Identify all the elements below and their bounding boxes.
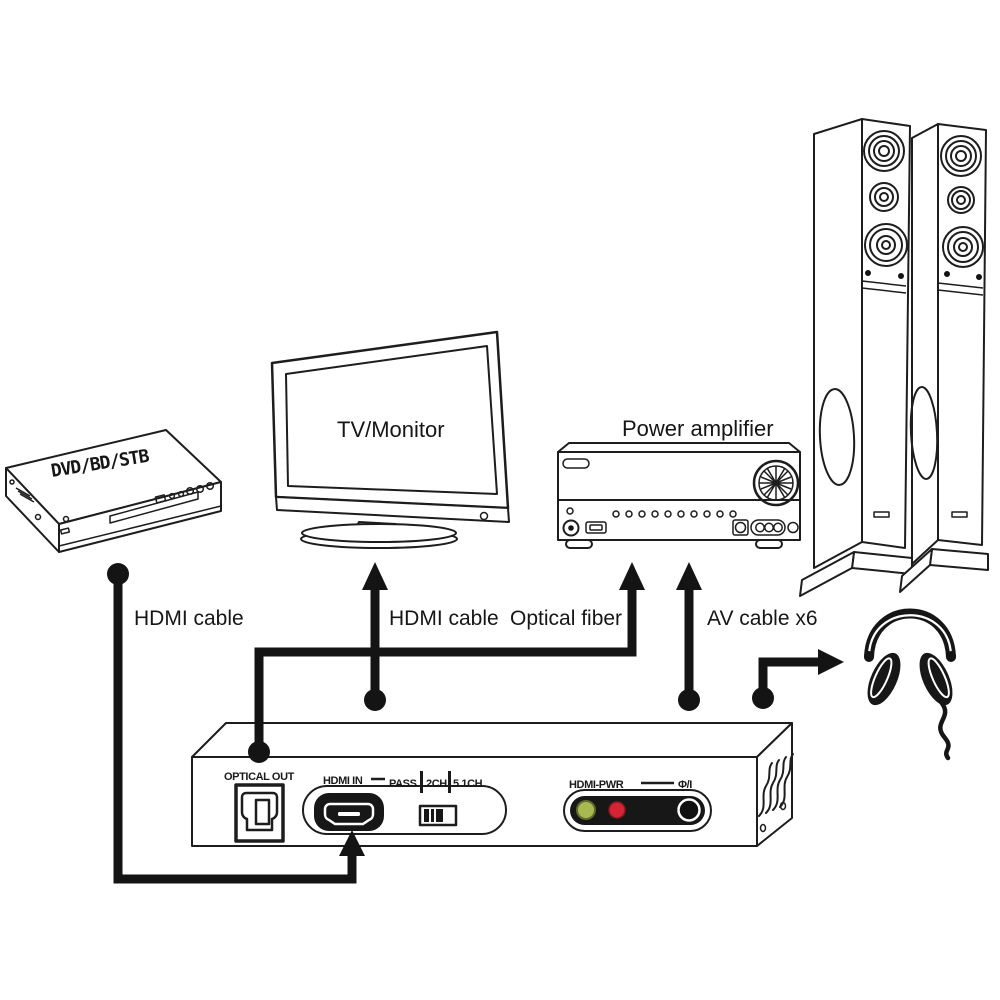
optical-out-port: OPTICAL OUT bbox=[224, 771, 295, 843]
power-symbol-label: Φ/I bbox=[678, 779, 692, 791]
cable-av-label: AV cable x6 bbox=[707, 607, 818, 630]
audio-extractor: OPTICAL OUT HDMI IN PASS 2CH 5.1CH bbox=[191, 722, 794, 847]
speaker-left-side-woofer bbox=[818, 388, 856, 486]
led-red bbox=[608, 801, 626, 819]
tv-label: TV/Monitor bbox=[337, 417, 445, 442]
cable-av bbox=[676, 562, 702, 711]
vent-grille bbox=[758, 753, 794, 833]
speaker-left bbox=[799, 118, 913, 597]
cable-hdmi-source bbox=[107, 563, 365, 884]
power-amplifier: Power amplifier bbox=[557, 416, 801, 549]
tv-stand-base bbox=[301, 523, 457, 543]
speaker-left-badge bbox=[873, 511, 890, 518]
amp-button-row bbox=[612, 510, 737, 518]
speaker-right-side-woofer bbox=[909, 386, 939, 480]
cable-hdmi-display-label: HDMI cable bbox=[389, 607, 499, 630]
amp-volume-knob bbox=[752, 459, 800, 507]
amplifier-label: Power amplifier bbox=[622, 416, 774, 441]
speaker-right bbox=[899, 123, 989, 593]
headphone-earcup-left bbox=[867, 652, 901, 706]
tv-monitor: TV/Monitor bbox=[270, 330, 510, 549]
cable-hdmi-display bbox=[362, 562, 388, 711]
tv-power-led bbox=[479, 511, 489, 521]
headphones bbox=[864, 608, 956, 761]
status-led-strip: HDMI-PWR Φ/I bbox=[563, 779, 712, 832]
cable-headphone bbox=[752, 649, 844, 709]
dvd-side-vent bbox=[9, 479, 42, 521]
speaker-right-drivers bbox=[940, 135, 984, 268]
amp-right-controls bbox=[732, 519, 799, 536]
cable-hdmi-source-label: HDMI cable bbox=[134, 607, 244, 630]
cable-optical-label: Optical fiber bbox=[510, 607, 622, 630]
amp-front-jacks bbox=[562, 507, 607, 537]
headphone-cord bbox=[938, 699, 951, 761]
dvd-player: DVD/BD/STB bbox=[5, 429, 222, 553]
hdmi-pwr-label: HDMI-PWR bbox=[569, 779, 624, 791]
power-button bbox=[677, 798, 701, 822]
amp-foot-left bbox=[565, 539, 593, 549]
channel-switch bbox=[418, 804, 458, 827]
led-green bbox=[576, 800, 596, 820]
speaker-right-badge bbox=[951, 511, 968, 518]
hdmi-in-port: HDMI IN PASS 2CH 5.1CH bbox=[302, 771, 507, 835]
2ch-label: 2CH bbox=[426, 778, 447, 790]
5-1ch-label: 5.1CH bbox=[453, 778, 483, 790]
amp-display-slot bbox=[562, 458, 590, 469]
tv-screen bbox=[285, 345, 498, 495]
dvd-front-buttons bbox=[59, 481, 215, 535]
pass-label: PASS bbox=[389, 778, 417, 790]
headphone-earcup-right bbox=[919, 652, 953, 706]
hdmi-in-label: HDMI IN bbox=[323, 775, 363, 787]
dvd-tray bbox=[109, 491, 199, 524]
optical-out-label: OPTICAL OUT bbox=[224, 771, 295, 783]
cable-optical bbox=[248, 562, 645, 763]
speaker-left-drivers bbox=[863, 130, 908, 267]
amp-foot-right bbox=[755, 539, 783, 549]
